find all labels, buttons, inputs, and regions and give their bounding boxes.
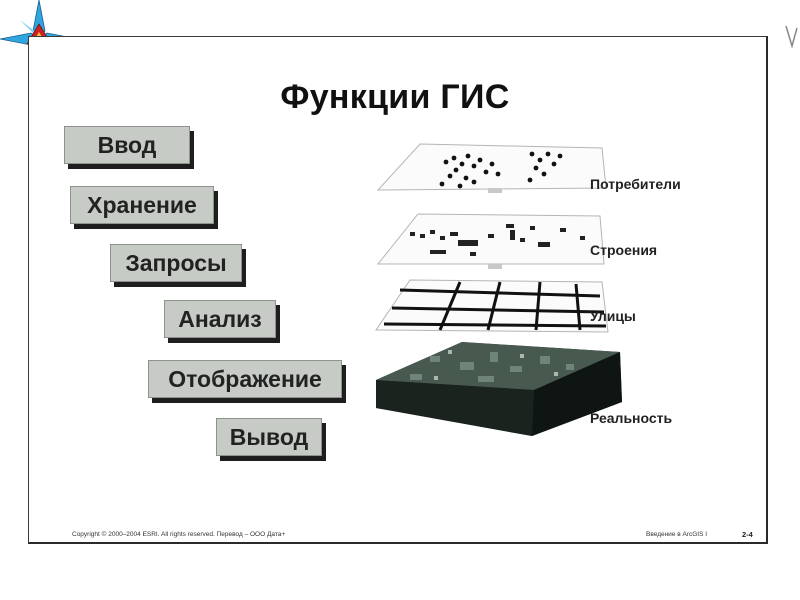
gis-layers-illustration	[375, 143, 622, 436]
function-storage-box: Хранение	[70, 186, 214, 224]
layer-label-reality: Реальность	[590, 410, 673, 426]
slide-frame	[28, 36, 768, 544]
function-output-box: Вывод	[216, 418, 322, 456]
footer-copyright: Copyright © 2000–2004 ESRI. All rights r…	[72, 531, 286, 538]
layer-reality-terrain	[376, 342, 622, 436]
function-input-box: Ввод	[64, 126, 190, 164]
layer-label-buildings: Строения	[590, 242, 658, 258]
function-analysis-box: Анализ	[164, 300, 276, 338]
layer-consumers-plane	[376, 143, 607, 193]
function-display-box: Отображение	[148, 360, 342, 398]
footer-page-number: 2-4	[742, 530, 753, 539]
layer-buildings-plane	[376, 213, 605, 269]
slide-title: Функции ГИС	[280, 78, 510, 116]
layer-label-streets: Улицы	[590, 308, 636, 324]
corner-mark-icon	[785, 25, 798, 49]
function-query-box: Запросы	[110, 244, 242, 282]
layer-streets-plane	[375, 279, 609, 333]
layer-label-consumers: Потребители	[590, 176, 681, 192]
footer-course-name: Введение в ArcGIS I	[646, 531, 708, 538]
